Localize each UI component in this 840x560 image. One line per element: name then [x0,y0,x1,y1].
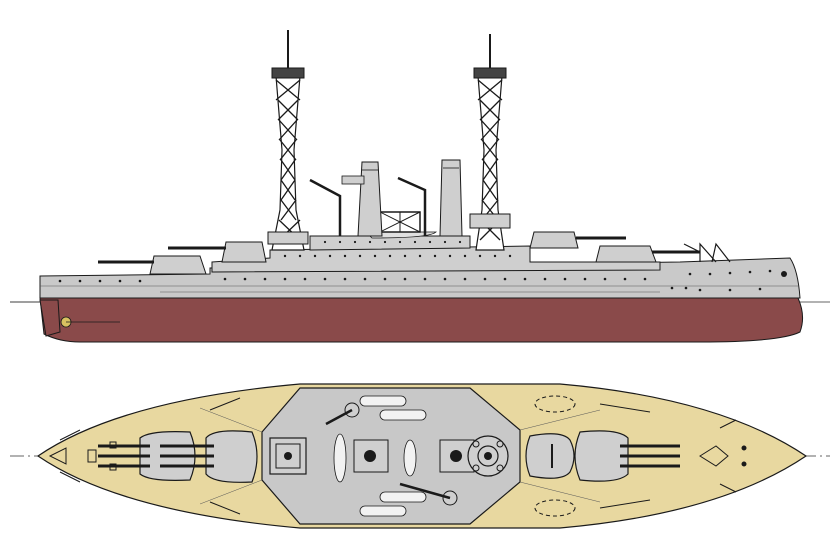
fore-crane-top [325,402,360,426]
aft-crane-top [399,482,458,506]
rudder [39,299,61,337]
superstructure-hull-deck [211,245,661,273]
turret-a-side [168,241,267,263]
turret-4-top [525,433,575,479]
boat-stbd-2 [379,491,427,503]
aft-crane [397,176,427,236]
turret-2-top [160,430,258,483]
boat-port-1 [359,395,407,407]
deck-edge-details [209,397,651,515]
aft-mast-top [467,435,509,477]
stern-fittings [48,429,117,483]
portholes [58,269,772,292]
turret-c-side [529,231,626,249]
top-plan-view [10,383,830,529]
boat-port-2 [379,409,427,421]
fore-funnel [357,161,383,237]
deckhouse [309,235,471,251]
turret-b-side [98,255,207,275]
fore-cage-mast [267,30,309,251]
boat-stbd-1 [359,505,407,517]
bow-derrick [683,242,731,263]
ships-boat [365,231,437,239]
hull-below-waterline [39,297,804,343]
aft-funnel [439,159,463,237]
aft-funnel-top [439,439,475,473]
turret-3-top [574,430,680,482]
boat-center [333,433,347,483]
fore-mast-top [269,437,307,475]
fore-funnel-top [353,439,389,473]
aft-cage-mast [469,34,511,251]
fore-crane [309,178,342,236]
bow-fittings [534,395,747,517]
hawsepipe [781,271,787,277]
side-profile-view [10,30,830,343]
turret-d-side [595,245,700,263]
boat-center-2 [403,439,417,477]
